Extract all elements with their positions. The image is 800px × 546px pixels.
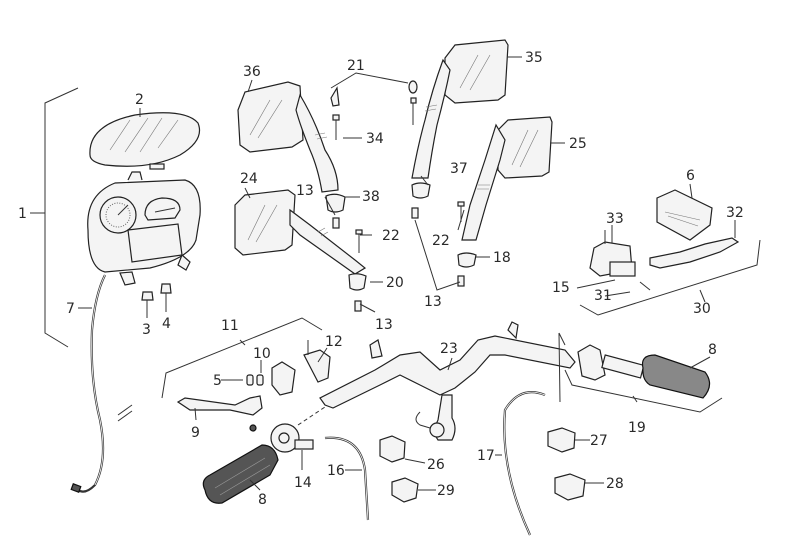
callout-6: 6 xyxy=(686,168,695,184)
instrument-cluster xyxy=(87,171,201,286)
mirror-hardware-24 xyxy=(348,229,367,312)
callout-17: 17 xyxy=(477,448,495,464)
mirror-base-38 xyxy=(325,193,346,229)
mirror-hardware-25 xyxy=(457,201,477,287)
callout-22-right: 22 xyxy=(432,233,450,249)
callout-labels: 1 2 3 4 5 6 7 8 8 9 10 11 12 13 13 13 14… xyxy=(18,50,744,508)
callout-11: 11 xyxy=(221,318,239,334)
speedometer-cable xyxy=(70,274,133,493)
mirror-cap-bolt xyxy=(330,72,418,140)
master-cylinder-group xyxy=(579,189,761,316)
callout-25: 25 xyxy=(569,136,587,152)
callout-2: 2 xyxy=(135,92,144,108)
callout-3: 3 xyxy=(142,322,151,338)
throttle-cable xyxy=(324,436,370,521)
instrument-cover-lens xyxy=(89,112,201,170)
callout-31: 31 xyxy=(594,288,612,304)
left-lever-parts xyxy=(176,340,331,432)
mirror-base-37 xyxy=(411,182,431,219)
mirror-36 xyxy=(237,81,339,193)
callout-16: 16 xyxy=(327,463,345,479)
callout-20: 20 xyxy=(386,275,404,291)
callout-13-top: 13 xyxy=(296,183,314,199)
mirror-25 xyxy=(461,116,553,241)
left-grip xyxy=(202,444,279,504)
callout-7: 7 xyxy=(66,301,75,317)
callout-12: 12 xyxy=(325,334,343,350)
callout-4: 4 xyxy=(162,316,171,332)
callout-15: 15 xyxy=(552,280,570,296)
callout-30: 30 xyxy=(693,301,711,317)
throttle-housing xyxy=(270,404,329,470)
callout-18: 18 xyxy=(493,250,511,266)
callout-8-left: 8 xyxy=(258,492,267,508)
callout-22-left: 22 xyxy=(382,228,400,244)
callout-13-bottom: 13 xyxy=(375,317,393,333)
callout-13-right: 13 xyxy=(424,294,442,310)
callout-35: 35 xyxy=(525,50,543,66)
bracket-1 xyxy=(30,87,79,348)
callout-38: 38 xyxy=(362,189,380,205)
callout-9: 9 xyxy=(191,425,200,441)
callout-19: 19 xyxy=(628,420,646,436)
callout-27: 27 xyxy=(590,433,608,449)
handlebar xyxy=(319,321,576,441)
callout-26: 26 xyxy=(427,457,445,473)
callout-34: 34 xyxy=(366,131,384,147)
callout-8-right: 8 xyxy=(708,342,717,358)
callout-14: 14 xyxy=(294,475,312,491)
callout-5: 5 xyxy=(213,373,222,389)
callout-33: 33 xyxy=(606,211,624,227)
bracket-11 xyxy=(161,317,323,399)
right-grip-assembly xyxy=(558,332,723,413)
callout-24: 24 xyxy=(240,171,258,187)
callout-23: 23 xyxy=(440,341,458,357)
callout-21: 21 xyxy=(347,58,365,74)
brake-cable xyxy=(503,391,546,536)
callout-37: 37 xyxy=(450,161,468,177)
callout-32: 32 xyxy=(726,205,744,221)
bulb-holders xyxy=(141,283,172,318)
callout-28: 28 xyxy=(606,476,624,492)
leader-lines xyxy=(139,56,736,491)
callout-36: 36 xyxy=(243,64,261,80)
mirror-24 xyxy=(234,189,367,275)
switches xyxy=(379,427,586,503)
callout-10: 10 xyxy=(253,346,271,362)
mirror-35 xyxy=(411,39,509,179)
callout-1: 1 xyxy=(18,206,27,222)
callout-29: 29 xyxy=(437,483,455,499)
